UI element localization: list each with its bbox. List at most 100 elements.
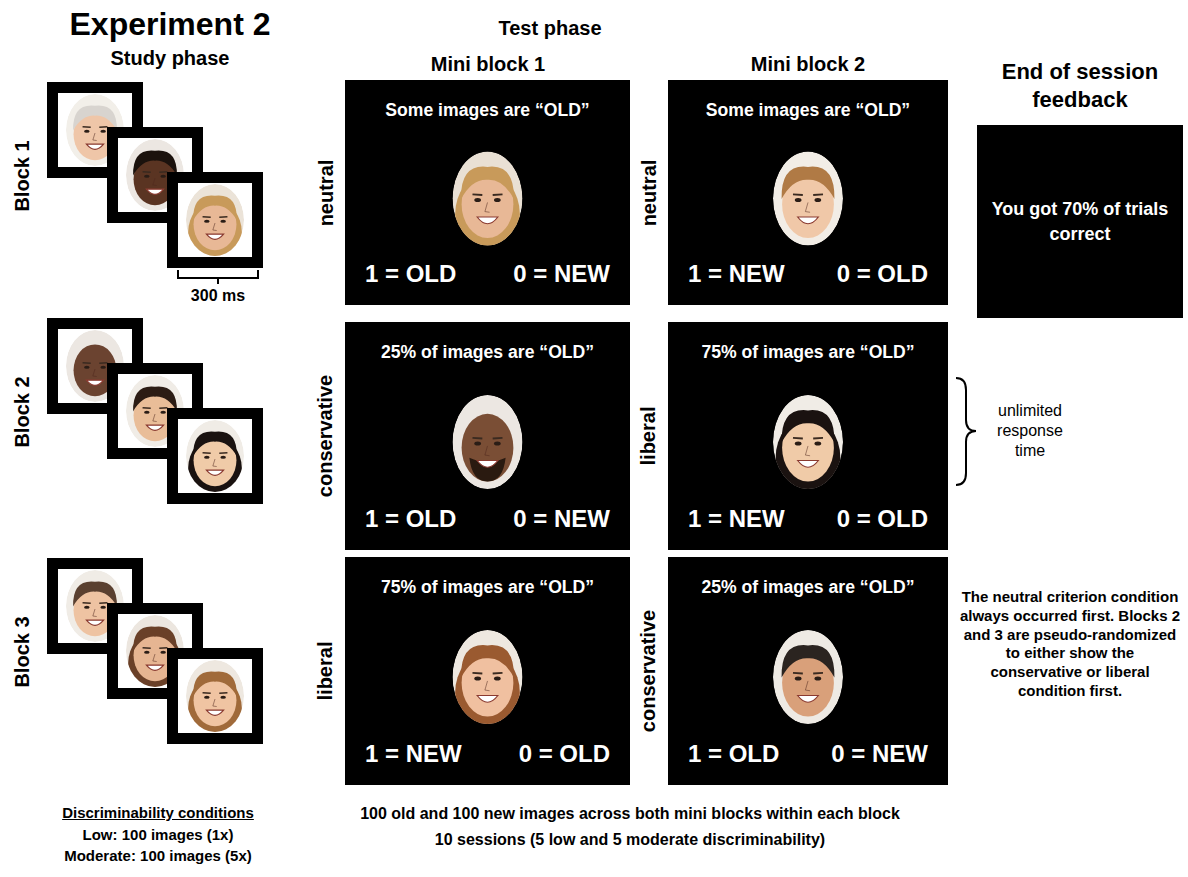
figure-title: Experiment 2 — [40, 4, 300, 44]
nose — [213, 699, 217, 707]
smile — [477, 217, 498, 224]
eye — [204, 220, 210, 223]
section-heading: Study phase — [100, 46, 240, 71]
hair — [193, 672, 237, 697]
eye — [100, 366, 106, 369]
note-text: 100 old and 100 new images across both m… — [300, 804, 960, 824]
face-photo — [773, 152, 843, 246]
condition-label: conservative — [313, 322, 337, 550]
hair — [133, 387, 177, 412]
nose — [805, 681, 810, 691]
smile — [206, 710, 223, 715]
response-key: 1 = OLD — [688, 740, 779, 769]
response-key: 0 = NEW — [513, 505, 610, 534]
test-screen: liberal75% of images are “OLD”1 = NEW0 =… — [668, 322, 948, 550]
eye — [494, 198, 501, 202]
condition-label: neutral — [636, 80, 660, 305]
section-heading: Test phase — [460, 16, 640, 41]
nose — [153, 654, 157, 662]
condition-label: neutral — [313, 80, 337, 305]
face-photo — [186, 420, 244, 499]
instruction-text: Some images are “OLD” — [668, 100, 948, 121]
eye — [160, 175, 166, 178]
nose — [153, 414, 157, 422]
response-key: 1 = NEW — [365, 740, 462, 769]
eyebrow — [143, 171, 151, 173]
frame-inner — [178, 659, 252, 733]
nose — [213, 459, 217, 467]
condition-label: liberal — [636, 322, 660, 550]
feedback-text: You got 70% of trials correct — [991, 197, 1169, 246]
response-key: 0 = OLD — [837, 260, 928, 289]
eye — [474, 677, 481, 681]
hair — [193, 196, 237, 221]
eye — [84, 606, 90, 609]
frame-inner — [178, 183, 252, 257]
study-frame — [167, 172, 263, 268]
nose — [93, 369, 97, 377]
eyebrow — [203, 692, 211, 694]
section-heading: Mini block 2 — [708, 52, 908, 77]
nose — [485, 446, 490, 456]
eyebrow — [99, 602, 107, 604]
eyebrow — [203, 216, 211, 218]
frame-border — [167, 408, 263, 504]
hair — [193, 432, 237, 457]
response-key: 0 = OLD — [519, 740, 610, 769]
hair — [461, 645, 514, 677]
eyebrow — [813, 437, 823, 439]
note-text: Low: 100 images (1x) — [38, 826, 278, 845]
eye — [494, 442, 501, 446]
eye — [144, 175, 150, 178]
response-key: 0 = OLD — [837, 505, 928, 534]
eye — [100, 130, 106, 133]
response-time-brace — [956, 378, 976, 485]
response-key: 1 = NEW — [688, 260, 785, 289]
eyebrow — [203, 452, 211, 454]
nose — [93, 133, 97, 141]
smile — [86, 144, 103, 149]
nose — [153, 178, 157, 186]
block-label: Block 3 — [9, 592, 35, 712]
smile — [477, 695, 498, 702]
hair — [73, 582, 117, 607]
response-key: 0 = NEW — [831, 740, 928, 769]
eyebrow — [472, 193, 482, 195]
note-text: Moderate: 100 images (5x) — [38, 847, 278, 866]
test-screen: conservative25% of images are “OLD”1 = O… — [668, 557, 948, 785]
hair — [782, 410, 835, 442]
hair — [73, 106, 117, 131]
nose — [805, 446, 810, 456]
smile — [798, 217, 819, 224]
eyebrow — [83, 126, 91, 128]
eye — [795, 198, 802, 202]
eyebrow — [143, 647, 151, 649]
note-text: Discriminability conditions — [38, 804, 278, 823]
eyebrow — [493, 672, 503, 674]
eye — [814, 442, 821, 446]
eyebrow — [493, 437, 503, 439]
photo-ground — [453, 395, 523, 489]
block-label: Block 2 — [9, 352, 35, 472]
nose — [485, 681, 490, 691]
eyebrow — [99, 126, 107, 128]
smile — [146, 425, 163, 430]
smile — [146, 665, 163, 670]
smile — [477, 460, 498, 467]
eye — [494, 677, 501, 681]
hair — [782, 645, 835, 677]
instruction-text: 25% of images are “OLD” — [345, 342, 630, 363]
instruction-text: 75% of images are “OLD” — [345, 577, 630, 598]
photo-ground — [773, 152, 843, 246]
hair — [461, 167, 514, 199]
eyebrow — [219, 692, 227, 694]
eyebrow — [83, 362, 91, 364]
eye — [84, 130, 90, 133]
instruction-text: 25% of images are “OLD” — [668, 577, 948, 598]
eye — [220, 696, 226, 699]
note-text: unlimited response time — [980, 401, 1080, 461]
feedback-heading: End of session feedback — [977, 58, 1183, 113]
nose — [485, 202, 490, 212]
eyebrow — [99, 362, 107, 364]
eyebrow — [493, 193, 503, 195]
